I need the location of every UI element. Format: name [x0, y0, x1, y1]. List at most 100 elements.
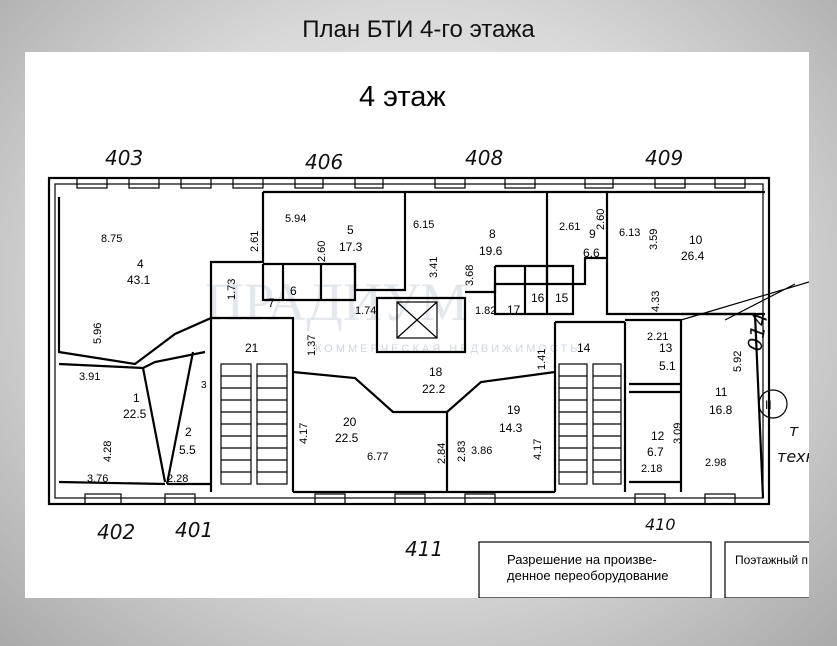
room-6: 6 [290, 284, 297, 298]
axis-marker-label: II [765, 398, 772, 412]
svg-text:6.6: 6.6 [583, 246, 600, 260]
svg-text:2.61: 2.61 [249, 231, 261, 252]
room-13: 135.1 [659, 341, 676, 373]
svg-text:22.5: 22.5 [123, 407, 147, 421]
svg-text:3.59: 3.59 [648, 229, 660, 250]
svg-text:7: 7 [268, 296, 275, 310]
svg-text:5.5: 5.5 [179, 443, 196, 457]
room-16: 16 [531, 291, 545, 305]
outer-walls [47, 176, 771, 506]
svg-text:9: 9 [589, 227, 596, 241]
floor-plan-drawing: ПРАДИУМ КОММЕРЧЕСКАЯ НЕДВИЖИМОСТЬ 4 этаж… [47, 81, 809, 598]
svg-text:13: 13 [659, 341, 673, 355]
room-20: 20 22.5 [335, 415, 359, 445]
svg-text:6: 6 [290, 284, 297, 298]
svg-text:3.09: 3.09 [672, 423, 684, 444]
svg-text:3.76: 3.76 [87, 473, 108, 485]
svg-text:26.4: 26.4 [681, 249, 705, 263]
svg-text:19.6: 19.6 [479, 244, 503, 258]
room-15: 15 [555, 291, 569, 305]
svg-text:4.17: 4.17 [532, 439, 544, 460]
floor-plan-stamp: Поэтажный п [724, 541, 809, 598]
svg-text:14.3: 14.3 [499, 421, 523, 435]
room-21: 21 [245, 341, 259, 355]
room-5: 517.3 [339, 223, 363, 254]
svg-text:6.7: 6.7 [647, 445, 664, 459]
dimension-labels: 8.75 2.61 1.73 5.96 3.91 5.94 2.60 1.74 … [79, 209, 744, 485]
room-9: 96.6 [583, 227, 600, 260]
svg-text:8: 8 [489, 227, 496, 241]
svg-text:3: 3 [201, 380, 207, 391]
inner-walls [57, 190, 765, 499]
stair-21-treads [220, 363, 288, 485]
room-11: 11 16.8 [709, 385, 733, 417]
stair-14-treads [558, 363, 622, 485]
floor-plan: ПРАДИУМ КОММЕРЧЕСКАЯ НЕДВИЖИМОСТЬ 4 этаж… [25, 52, 809, 598]
svg-text:3.41: 3.41 [428, 257, 440, 278]
apartment-403: 403 [105, 146, 143, 170]
svg-text:2.83: 2.83 [456, 441, 468, 462]
svg-text:22.2: 22.2 [422, 382, 446, 396]
svg-text:2.60: 2.60 [595, 209, 607, 230]
axis-marker: II [758, 389, 788, 419]
svg-text:6.15: 6.15 [413, 219, 434, 231]
svg-text:4.33: 4.33 [650, 291, 662, 312]
apartment-406: 406 [305, 150, 343, 174]
svg-text:2.21: 2.21 [647, 331, 668, 343]
floor-label: 4 этаж [359, 81, 446, 113]
svg-text:6.13: 6.13 [619, 227, 640, 239]
room-8: 819.6 [479, 227, 503, 258]
svg-text:Поэтажный п: Поэтажный п [735, 553, 808, 567]
svg-text:2.84: 2.84 [436, 443, 448, 464]
svg-text:1.37: 1.37 [306, 335, 318, 356]
svg-text:2: 2 [185, 425, 192, 439]
svg-text:денное переоборудование: денное переоборудование [507, 568, 669, 583]
svg-text:5: 5 [347, 223, 354, 237]
svg-text:5.1: 5.1 [659, 359, 676, 373]
room-19: 19 14.3 [499, 403, 523, 435]
svg-text:3.86: 3.86 [471, 445, 492, 457]
svg-text:43.1: 43.1 [127, 273, 151, 287]
svg-text:2.60: 2.60 [316, 241, 328, 262]
apartment-401: 401 [175, 518, 213, 542]
slide-title: План БТИ 4-го этажа [302, 16, 535, 43]
svg-text:2.18: 2.18 [641, 463, 662, 475]
svg-text:14: 14 [577, 341, 591, 355]
svg-text:Разрешение на произве-: Разрешение на произве- [507, 552, 657, 567]
permission-stamp: Разрешение на произве- денное переоборуд… [478, 541, 712, 598]
room-14: 14 [577, 341, 591, 355]
svg-text:1.73: 1.73 [226, 279, 238, 300]
tech-label: техн [777, 447, 809, 466]
room-2: 25.5 [179, 425, 196, 457]
svg-text:17.3: 17.3 [339, 240, 363, 254]
svg-text:21: 21 [245, 341, 259, 355]
svg-text:5.92: 5.92 [732, 351, 744, 372]
apartment-402: 402 [97, 520, 135, 544]
svg-text:22.5: 22.5 [335, 431, 359, 445]
svg-text:20: 20 [343, 415, 357, 429]
svg-text:1: 1 [133, 391, 140, 405]
svg-text:2.98: 2.98 [705, 457, 726, 469]
svg-text:3.91: 3.91 [79, 371, 100, 383]
svg-text:1.41: 1.41 [536, 349, 548, 370]
room-17: 17 [507, 303, 521, 317]
room-4: 443.1 [127, 257, 151, 287]
room-3: 3 [201, 380, 207, 391]
svg-text:16.8: 16.8 [709, 403, 733, 417]
apartment-410: 410 [645, 515, 676, 534]
svg-text:8.75: 8.75 [101, 233, 122, 245]
svg-text:4.28: 4.28 [102, 441, 114, 462]
svg-text:3.68: 3.68 [464, 265, 476, 286]
svg-text:19: 19 [507, 403, 521, 417]
apartment-409: 409 [645, 146, 683, 170]
svg-text:4.17: 4.17 [298, 423, 310, 444]
svg-text:2.28: 2.28 [167, 473, 188, 485]
svg-text:11: 11 [715, 385, 728, 399]
svg-text:10: 10 [689, 233, 703, 247]
diagonal-lines [680, 281, 809, 321]
svg-text:5.94: 5.94 [285, 213, 306, 225]
svg-text:1.74: 1.74 [355, 305, 376, 317]
svg-text:17: 17 [507, 303, 521, 317]
svg-text:16: 16 [531, 291, 545, 305]
